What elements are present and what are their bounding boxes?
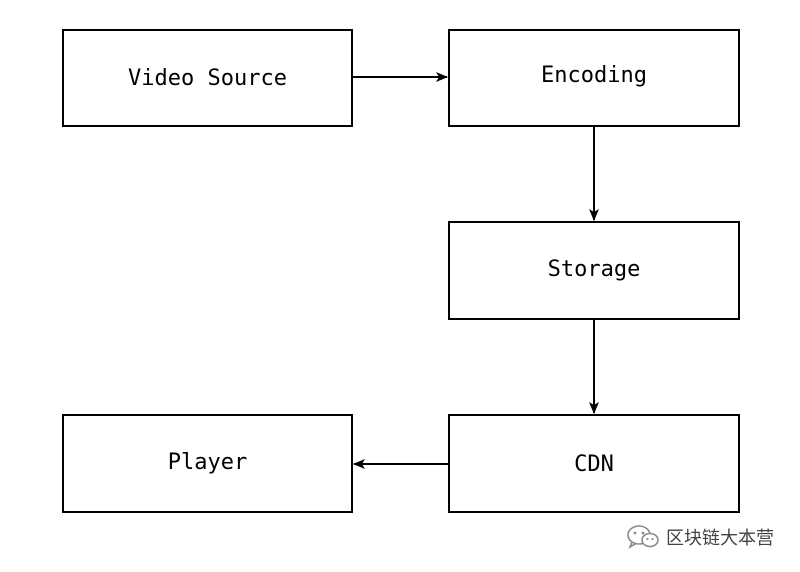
node-encoding: Encoding: [448, 29, 740, 127]
watermark-text: 区块链大本营: [666, 528, 774, 549]
node-cdn: CDN: [448, 414, 740, 513]
node-storage: Storage: [448, 221, 740, 320]
node-encoding-label: Encoding: [541, 63, 647, 88]
node-player: Player: [62, 414, 353, 513]
node-video-source: Video Source: [62, 29, 353, 127]
watermark: 区块链大本营: [626, 524, 774, 550]
node-video-source-label: Video Source: [128, 66, 287, 91]
node-cdn-label: CDN: [574, 452, 614, 477]
node-player-label: Player: [168, 450, 247, 475]
node-storage-label: Storage: [548, 257, 641, 282]
wechat-logo-icon: [627, 525, 659, 549]
